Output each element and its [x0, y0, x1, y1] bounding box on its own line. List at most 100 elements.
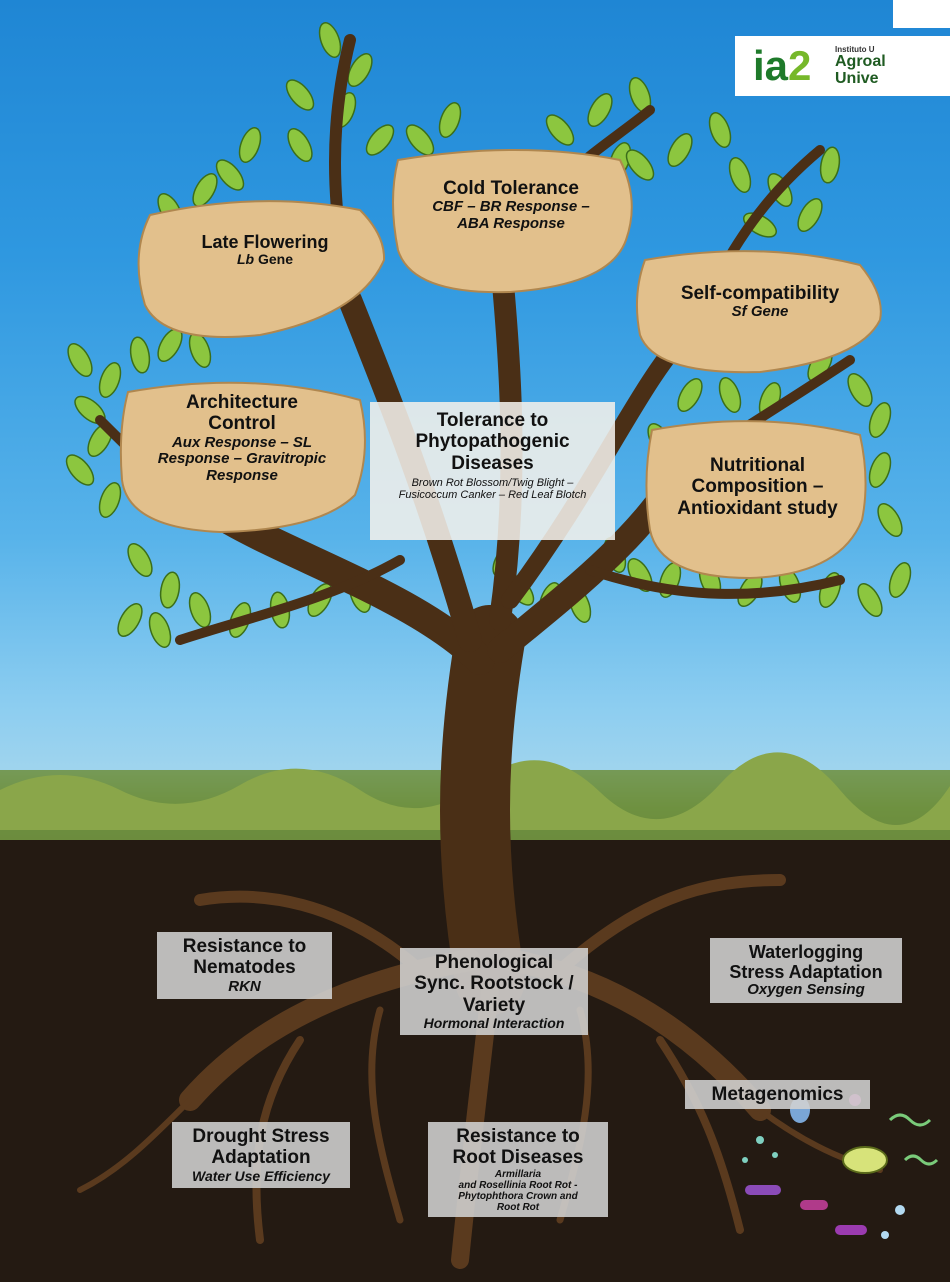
- phytopathogenic-title3: Diseases: [451, 452, 534, 474]
- leaf: [587, 93, 613, 127]
- phenological-box: Phenological Sync. Rootstock / Variety H…: [400, 948, 588, 1036]
- root-diseases-sub1: Armillaria: [494, 1168, 542, 1180]
- nematodes-title1: Resistance to: [182, 936, 307, 957]
- almond-shells: [119, 149, 882, 580]
- root-diseases-sub4: Root Rot: [496, 1202, 540, 1214]
- leaf: [405, 124, 435, 156]
- leaf: [868, 402, 892, 438]
- root-diseases-box: Resistance to Root Diseases Armillaria a…: [428, 1122, 608, 1218]
- leaf: [819, 146, 841, 184]
- waterlogging-title2: Stress Adaptation: [729, 962, 883, 983]
- leaf: [287, 128, 313, 162]
- leaf: [65, 454, 95, 486]
- nutritional-label: Nutritional Composition – Antioxidant st…: [650, 455, 865, 519]
- institute-logo: ia2 Instituto U Agroal Unive: [735, 36, 950, 96]
- phytopathogenic-title1: Tolerance to: [436, 410, 549, 431]
- leaf: [857, 583, 883, 617]
- leaf: [718, 377, 742, 413]
- self-compatibility-label: Self-compatibility Sf Gene: [640, 283, 880, 321]
- leaf: [625, 149, 655, 181]
- drought-title2: Adaptation: [211, 1147, 311, 1169]
- leaf: [215, 159, 245, 191]
- logo-line3: Unive: [835, 70, 879, 88]
- leaf: [127, 543, 153, 577]
- leaf: [318, 22, 342, 58]
- nematodes-title2: Nematodes: [193, 957, 296, 979]
- leaf: [545, 114, 575, 146]
- architecture-sub2: Response – Gravitropic: [157, 450, 327, 468]
- leaf: [285, 79, 315, 111]
- logo-mark-2: 2: [788, 42, 812, 89]
- cold-tolerance-sub2: ABA Response: [457, 215, 565, 233]
- leaf: [797, 198, 823, 232]
- leaf: [67, 343, 93, 377]
- leaf: [667, 133, 693, 167]
- nutritional-title2: Composition –: [691, 476, 824, 498]
- self-compatibility-title: Self-compatibility: [680, 283, 840, 304]
- late-flowering-gene: Lb Gene: [236, 251, 293, 268]
- leaf: [159, 571, 181, 609]
- leaf: [117, 603, 143, 637]
- leaf: [877, 503, 903, 537]
- nutritional-title3: Antioxidant study: [677, 497, 838, 519]
- architecture-sub1: Aux Response – SL: [171, 433, 313, 451]
- leaf: [98, 482, 122, 518]
- phytopathogenic-panel: [370, 402, 615, 540]
- phenological-sub: Hormonal Interaction: [423, 1014, 565, 1031]
- architecture-title1: Architecture: [186, 392, 298, 413]
- leaf: [728, 157, 752, 193]
- nematodes-sub: RKN: [228, 977, 261, 995]
- leaf: [129, 336, 151, 374]
- leaf: [365, 124, 395, 156]
- root-diseases-sub3: Phytophthora Crown and: [458, 1190, 578, 1202]
- logo-mark-ia: ia: [753, 42, 789, 89]
- phenological-title3: Variety: [462, 994, 526, 1016]
- leaf: [238, 127, 262, 163]
- late-flowering-gene-symbol: Lb: [236, 251, 255, 268]
- cold-tolerance-sub1: CBF – BR Response –: [432, 198, 590, 216]
- phytopathogenic-title2: Phytopathogenic: [415, 431, 570, 453]
- phytopathogenic-label: Tolerance to Phytopathogenic Diseases Br…: [370, 410, 615, 501]
- root-diseases-title1: Resistance to: [456, 1126, 580, 1147]
- logo-mark: ia2: [753, 42, 811, 90]
- drought-sub: Water Use Efficiency: [192, 1167, 330, 1184]
- logo-line2: Agroal: [835, 53, 886, 71]
- cold-tolerance-label: Cold Tolerance CBF – BR Response – ABA R…: [400, 178, 622, 233]
- architecture-control-label: Architecture Control Aux Response – SL R…: [122, 392, 362, 485]
- leaf: [677, 378, 703, 412]
- logo-fragment: [893, 0, 950, 28]
- logo-line1: Instituto U: [835, 45, 875, 54]
- leaf: [188, 592, 212, 628]
- leaf: [868, 452, 892, 488]
- cold-tolerance-title: Cold Tolerance: [443, 178, 579, 199]
- phytopathogenic-sub2: Fusicoccum Canker – Red Leaf Blotch: [398, 489, 587, 502]
- leaf: [148, 612, 172, 648]
- leaf: [98, 362, 122, 398]
- root-diseases-title2: Root Diseases: [452, 1147, 584, 1169]
- root-diseases-sub2: and Rosellinia Root Rot -: [458, 1179, 578, 1191]
- phenological-title2: Sync. Rootstock /: [414, 973, 574, 995]
- nutritional-title1: Nutritional: [710, 455, 805, 476]
- architecture-title2: Control: [208, 413, 276, 435]
- phytopathogenic-sub1: Brown Rot Blossom/Twig Blight –: [411, 476, 574, 489]
- drought-box: Drought Stress Adaptation Water Use Effi…: [172, 1122, 350, 1189]
- leaf: [847, 373, 873, 407]
- nematodes-box: Resistance to Nematodes RKN: [157, 932, 332, 1000]
- self-compatibility-sub: Sf Gene: [731, 303, 789, 321]
- phenological-title1: Phenological: [434, 952, 554, 973]
- metagenomics-box: Metagenomics: [685, 1080, 870, 1110]
- waterlogging-title1: Waterlogging: [748, 942, 864, 962]
- late-flowering-gene-word: Gene: [254, 251, 293, 268]
- drought-title1: Drought Stress: [192, 1126, 330, 1147]
- late-flowering-title: Late Flowering: [201, 232, 329, 252]
- leaf: [888, 562, 912, 598]
- waterlogging-box: Waterlogging Stress Adaptation Oxygen Se…: [710, 938, 902, 1004]
- metagenomics-title: Metagenomics: [711, 1084, 844, 1105]
- leaf: [708, 112, 732, 148]
- late-flowering-label: Late Flowering Lb Gene: [150, 232, 380, 268]
- leaf: [347, 53, 373, 87]
- logo-text: Instituto U Agroal Unive: [835, 45, 886, 88]
- architecture-sub3: Response: [206, 467, 278, 485]
